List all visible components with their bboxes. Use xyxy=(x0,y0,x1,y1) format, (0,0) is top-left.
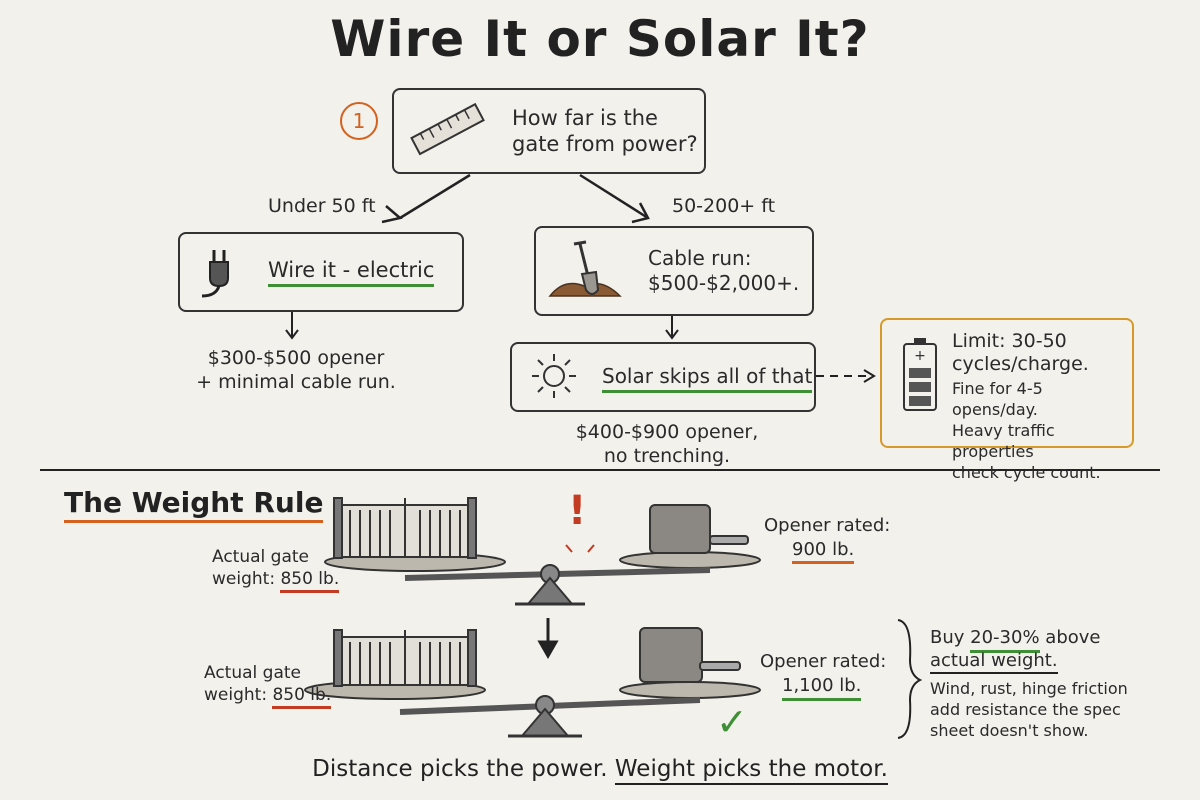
gate-1-icon xyxy=(333,497,477,559)
scale-2 xyxy=(304,680,761,738)
step-number: 1 xyxy=(340,102,378,140)
motor-1-icon xyxy=(649,504,749,554)
advice-buy-suffix: above xyxy=(1039,627,1101,648)
motor-2-icon xyxy=(639,627,741,683)
sun-icon xyxy=(532,354,576,398)
cable-box-line1: Cable run: xyxy=(648,246,752,270)
footer-part2: Weight picks the motor. xyxy=(614,756,888,785)
wire-box: Wire it - electric xyxy=(178,232,464,312)
scale-1 xyxy=(324,551,761,606)
battery-line2: cycles/charge. xyxy=(952,353,1089,375)
branch-right-label: 50-200+ ft xyxy=(672,195,776,217)
scale1-gate-weight: 850 lb. xyxy=(280,569,340,593)
scale2-gate-label-line1: Actual gate xyxy=(204,663,301,683)
scale2-gate-label-prefix: weight: xyxy=(204,685,273,705)
arrow-solar-battery xyxy=(816,369,876,383)
scale1-opener-weight: 900 lb. xyxy=(792,539,855,564)
shovel-icon xyxy=(548,240,622,297)
advice-line3: Wind, rust, hinge friction xyxy=(930,679,1128,698)
battery-line4: Heavy traffic properties xyxy=(952,421,1055,461)
ruler-icon xyxy=(410,102,485,156)
arrow-wire-cost xyxy=(285,312,299,340)
svg-text:+: + xyxy=(914,348,926,364)
page-title: Wire It or Solar It? xyxy=(330,10,870,68)
cable-box: Cable run: $500-$2,000+. xyxy=(534,226,814,316)
arrow-to-wire xyxy=(381,173,471,224)
advice-line5: sheet doesn't show. xyxy=(930,721,1089,740)
scale2-gate-weight: 850 lb. xyxy=(272,685,332,709)
scale1-opener-label: Opener rated: xyxy=(764,515,891,536)
question-box: How far is the gate from power? xyxy=(392,88,706,174)
battery-line1: Limit: 30-50 xyxy=(952,330,1067,352)
wire-cost-line1: $300-$500 opener xyxy=(207,347,385,369)
check-icon: ✓ xyxy=(716,700,748,744)
solar-cost-line1: $400-$900 opener, xyxy=(575,421,759,443)
gate-2-icon xyxy=(333,629,477,687)
advice-buy-prefix: Buy xyxy=(930,627,971,648)
alert-burst-icon xyxy=(565,544,595,553)
footer-part1: Distance picks the power. xyxy=(312,756,615,782)
question-line2: gate from power? xyxy=(512,132,698,156)
battery-note-box: + Limit: 30-50 cycles/charge. Fine for 4… xyxy=(880,318,1134,482)
scale1-gate-label-line1: Actual gate xyxy=(212,547,309,567)
arrow-to-cable xyxy=(579,173,650,224)
scale2-opener-weight: 1,100 lb. xyxy=(782,675,862,701)
branch-left-label: Under 50 ft xyxy=(268,195,376,217)
plug-icon xyxy=(201,250,229,298)
scale2-opener-label: Opener rated: xyxy=(760,651,887,672)
question-line1: How far is the xyxy=(512,106,658,130)
wire-cost-line2: + minimal cable run. xyxy=(196,371,396,393)
solar-cost-line2: no trenching. xyxy=(603,445,731,467)
solar-box: Solar skips all of that xyxy=(510,342,816,412)
scale1-gate-label-prefix: weight: xyxy=(212,569,281,589)
cable-box-line2: $500-$2,000+. xyxy=(648,271,800,295)
wire-box-label: Wire it - electric xyxy=(268,258,435,287)
battery-line5: check cycle count. xyxy=(952,463,1101,482)
arrow-scale-down xyxy=(537,618,559,660)
solar-box-label: Solar skips all of that xyxy=(602,364,813,393)
advice-line4: add resistance the spec xyxy=(930,700,1121,719)
arrow-cable-solar xyxy=(665,314,679,340)
battery-icon: + xyxy=(903,338,937,411)
advice-line2: actual weight. xyxy=(930,650,1058,674)
weight-rule-title: The Weight Rule xyxy=(64,486,324,523)
battery-line3: Fine for 4-5 opens/day. xyxy=(952,379,1043,419)
advice-brace xyxy=(897,619,923,739)
alert-icon: ! xyxy=(568,488,587,534)
advice-buy-percent: 20-30% xyxy=(970,627,1040,653)
